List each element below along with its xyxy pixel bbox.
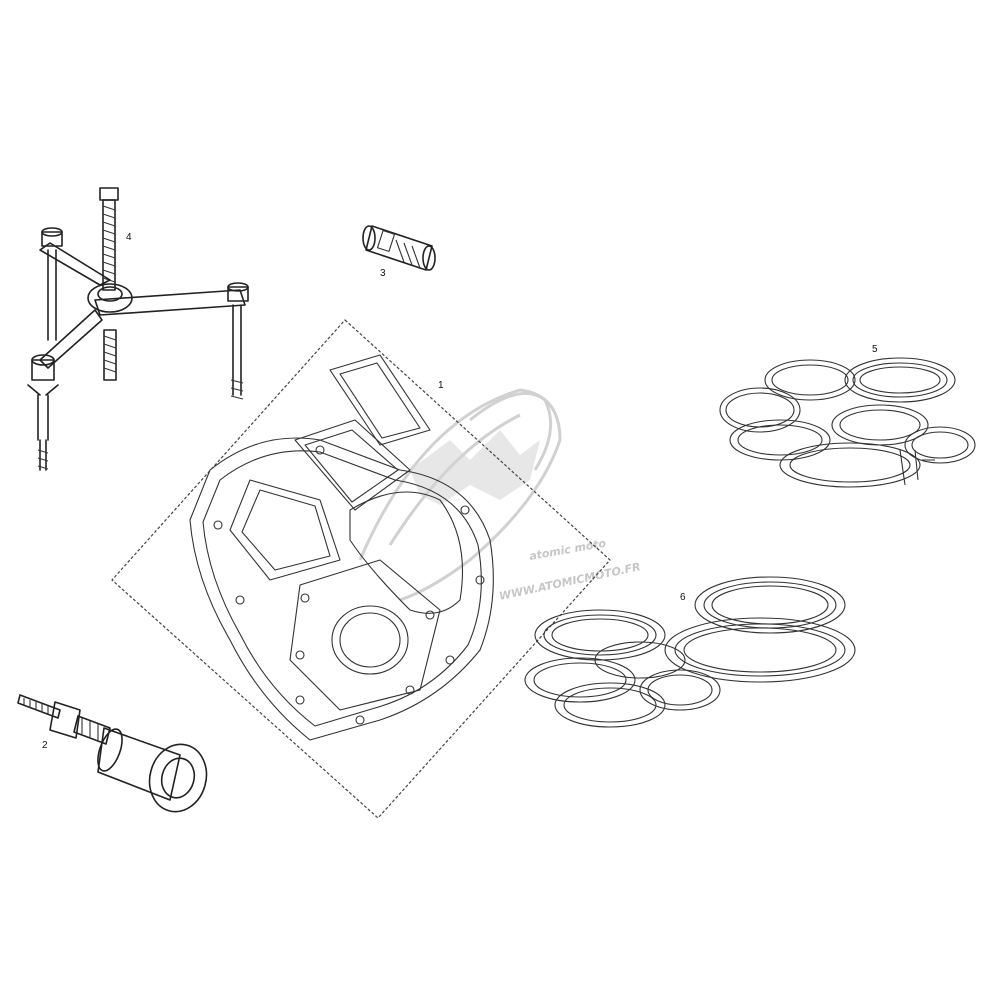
part-label-3: 3: [380, 268, 386, 279]
three-leg-puller: 4: [27, 187, 249, 471]
part-label-5: 5: [872, 344, 878, 355]
gasket-kit: 1: [111, 319, 611, 819]
adapter-sleeve: 3: [362, 225, 436, 279]
part-label-1: 1: [438, 380, 444, 391]
watermark-logo-text: atomic moto: [528, 537, 607, 563]
watermark-url: WWW.ATOMICMOTO.FR: [498, 560, 642, 603]
part-label-6: 6: [680, 592, 686, 603]
o-ring-set-upper: 5: [719, 344, 976, 488]
part-label-2: 2: [42, 740, 48, 751]
part-label-4: 4: [126, 232, 132, 243]
piston-pin-puller: 2: [17, 694, 208, 813]
o-ring-set-lower: 6: [524, 576, 856, 728]
